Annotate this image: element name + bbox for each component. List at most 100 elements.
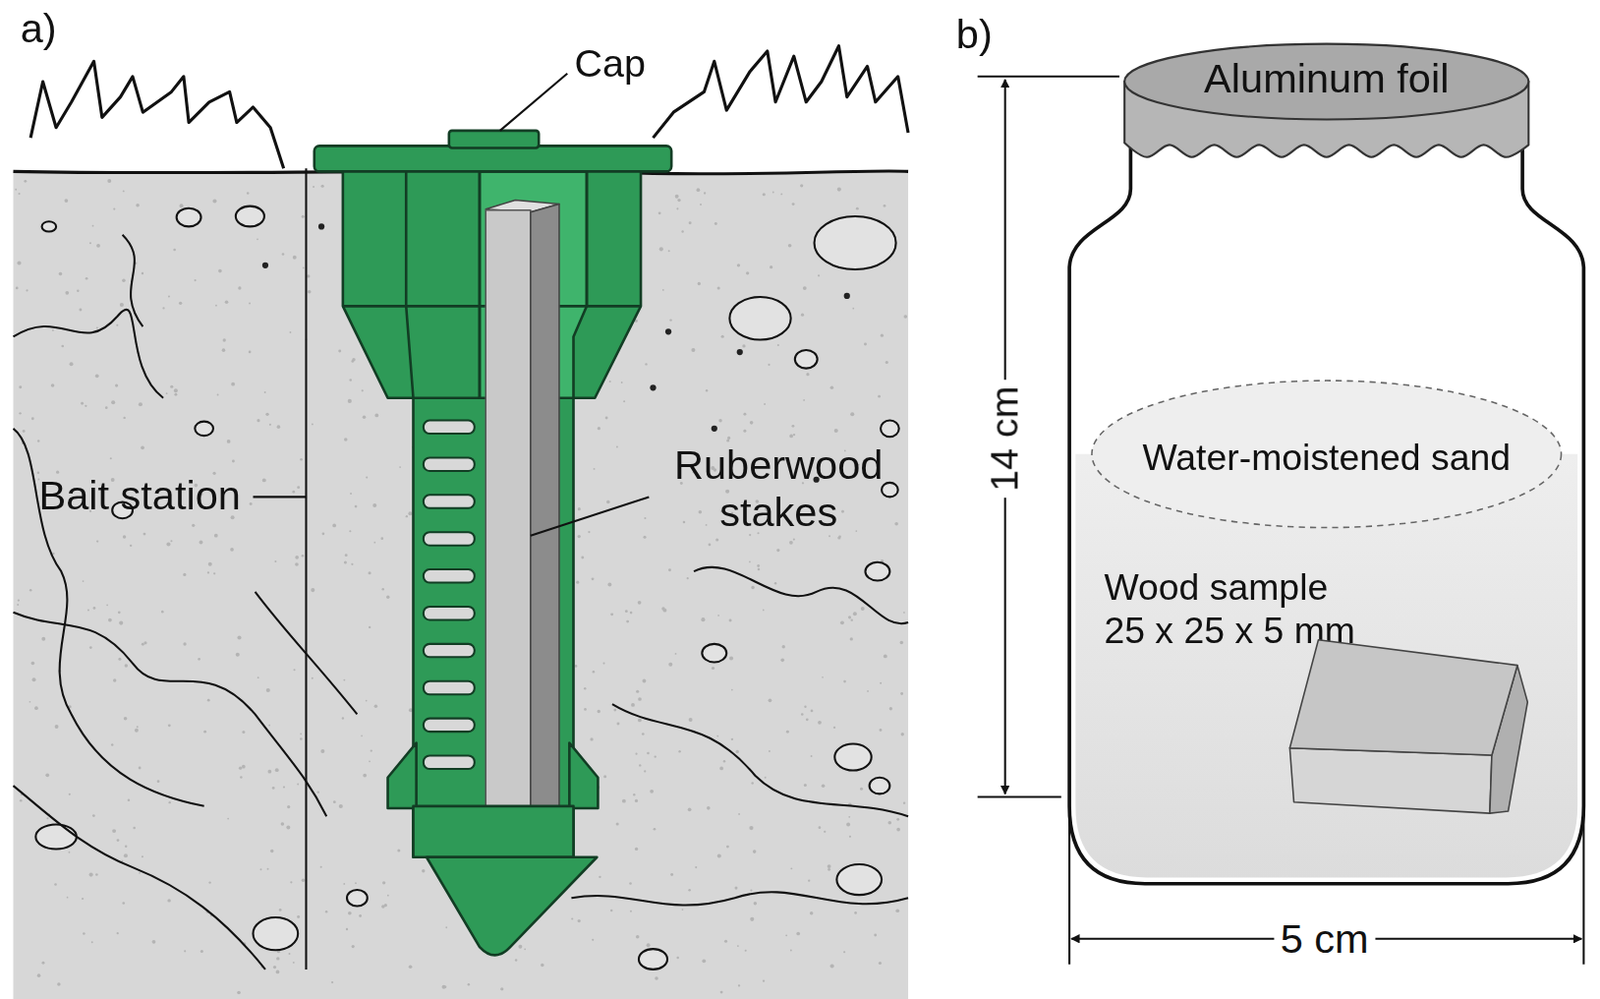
part-label: Bait station [38,470,240,519]
soil-speck [274,560,277,563]
soil-speck [850,411,855,416]
soil-speck [296,914,300,918]
soil-speck [701,958,706,963]
soil-speck [170,539,172,542]
crack [571,891,909,905]
soil-speck [687,807,692,812]
soil-speck [236,990,241,995]
soil-speck [821,783,826,788]
soil-speck [883,653,888,658]
soil-speck [170,385,173,389]
soil-speck [844,292,851,299]
soil-speck [166,541,171,546]
soil-speck [597,709,601,713]
soil-speck [51,383,56,388]
soil-speck [598,875,601,878]
soil-speck [686,576,689,579]
soil-speck [800,712,804,716]
soil-speck [25,288,28,291]
soil-speck [360,735,363,738]
soil-speck [803,704,806,707]
soil-speck [782,644,786,648]
soil-speck [246,191,249,194]
soil-speck [718,418,722,422]
soil-speck [805,372,809,376]
soil-speck [248,302,251,305]
soil-speck [80,401,84,405]
soil-speck [81,897,84,900]
stake-front [485,210,531,854]
soil-speck [587,530,590,533]
soil-speck [677,198,681,202]
soil-speck [625,609,629,613]
soil-speck [108,618,113,623]
soil-speck [208,880,211,883]
pebble [701,643,727,663]
soil-speck [445,925,448,928]
soil-speck [821,676,824,679]
crack [12,612,327,817]
station-slot [423,457,475,470]
soil-speck [658,211,662,215]
station-cap [449,130,539,149]
soil-speck [89,645,93,649]
soil-speck [136,725,139,728]
soil-speck [694,865,697,868]
soil-speck [267,867,270,870]
station-slot [423,643,475,657]
extension-line [977,76,1120,798]
soil-speck [841,510,845,514]
soil-speck [32,677,37,682]
soil-speck [368,759,371,762]
soil-speck [405,514,408,517]
soil-speck [708,543,712,547]
soil-speck [817,274,820,277]
soil-speck [179,203,184,208]
soil-speck [860,606,865,611]
soil-speck [141,855,144,858]
soil-speck [768,749,771,752]
soil-speck [344,553,348,557]
soil-speck [738,983,741,986]
soil-speck [299,732,302,735]
soil-speck [800,313,804,317]
soil-speck [744,949,747,952]
soil-speck [349,492,352,495]
soil-speck [113,678,116,682]
soil-speck [235,652,240,657]
pebble [729,296,791,341]
soil-speck [863,342,867,345]
soil-speck [583,707,587,711]
soil-speck [350,563,353,566]
block-face [1289,747,1492,813]
soil-speck [823,830,826,833]
soil-speck [855,529,858,532]
soil-speck [616,445,619,448]
soil-speck [643,769,646,772]
soil-speck [338,348,342,352]
soil-speck [29,700,32,703]
soil-speck [774,581,777,584]
soil-speck [197,657,201,661]
soil-speck [887,820,892,825]
dimension-lines [977,76,1585,965]
soil-speck [168,723,172,727]
soil-speck [675,652,678,655]
soil-speck [111,742,114,745]
soil-speck [859,787,863,791]
soil-speck [37,439,40,442]
soil-speck [42,961,46,965]
soil-speck [17,598,20,601]
soil-speck [638,763,641,766]
soil-speck [737,348,743,355]
soil-speck [644,362,647,365]
soil-speck [444,985,448,989]
crack [693,567,909,624]
soil-speck [659,246,664,251]
soil-speck [276,970,281,974]
soil-speck [856,207,859,211]
soil-speck [683,520,686,524]
soil-speck [752,849,757,854]
soil-speck [292,668,295,671]
soil-speck [22,429,26,433]
